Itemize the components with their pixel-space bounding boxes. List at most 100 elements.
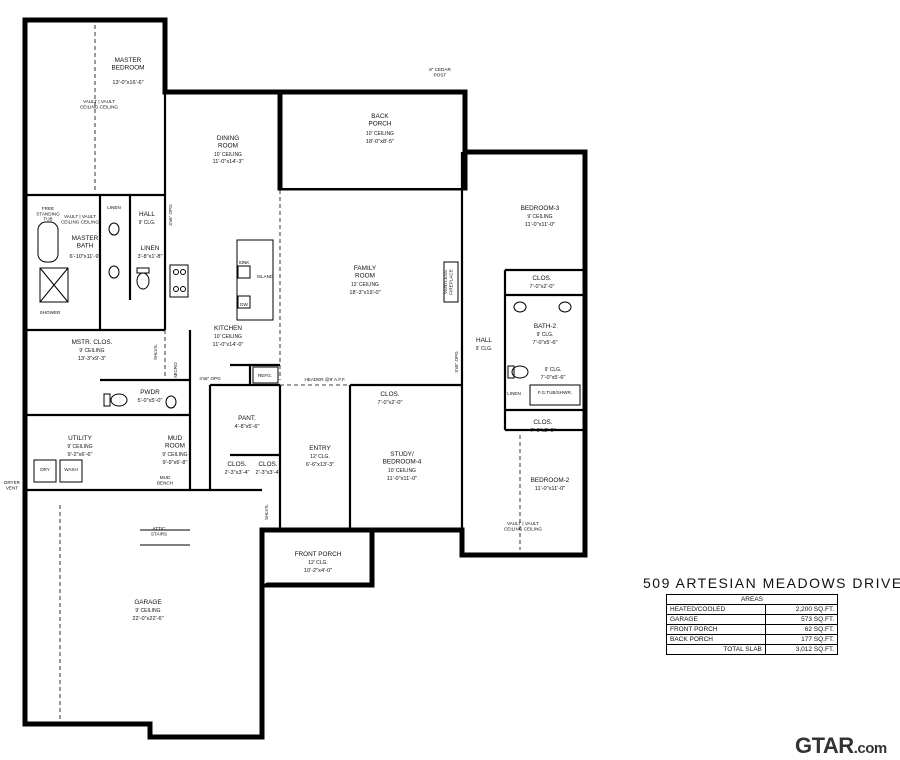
entry-dims: 6'-6"x13'-3" — [306, 462, 334, 468]
room-label-garage: GARAGE 9' CEILING 22'-0"x22'-6" — [132, 599, 163, 622]
room-label-bath2: BATH-2 9' CLG. 7'-0"x5'-6" 9' CLG. 7'-0"… — [532, 323, 565, 381]
master-bath-shower: SHOWER — [40, 310, 61, 315]
room-label-study: STUDY/BEDROOM-4 10' CEILING 11'-0"x11'-0… — [383, 451, 422, 482]
clos-b-dims: 2'-3"x3'-4" — [255, 470, 280, 476]
room-label-bath2-extras: LINEN F.G.TUB/SHWR. — [507, 390, 572, 396]
garage-dims: 22'-0"x22'-6" — [132, 616, 163, 622]
opening-labels: 3'x6" OPG 3'x8" OPG 3'x8" OPG REFG. HEAD… — [168, 204, 459, 382]
room-label-small-closets: CLOS. 2'-3"x3'-4" CLOS. 2'-3"x3'-4" — [224, 461, 280, 476]
room-label-clos-bed3: CLOS. 7'-0"x2'-0" — [529, 275, 554, 290]
pwdr-name: PWDR — [140, 389, 160, 396]
total-value: 3,012 SQ.FT. — [764, 644, 839, 655]
logo-suffix: .com — [853, 740, 888, 757]
pwdr-dims: 5'-0"x5'-0" — [137, 398, 162, 404]
area-label: BACK PORCH — [666, 634, 766, 645]
bath2-name: BATH-2 — [534, 323, 557, 330]
area-value: 62 SQ.FT. — [764, 624, 839, 635]
dining-room-dims: 11'-0"x14'-3" — [213, 159, 244, 165]
total-label: TOTAL SLAB — [666, 644, 766, 655]
bedroom2-name: BEDROOM-2 — [531, 477, 570, 484]
back-porch-wall — [277, 89, 468, 188]
room-label-front-porch: FRONT PORCH 12' CLG. 10'-2"x4'-0" — [295, 551, 342, 574]
logo-text: GTAR — [795, 733, 854, 758]
room-label-kitchen: KITCHEN 10' CEILING 11'-0"x14'-0" — [213, 325, 244, 348]
entry-name: ENTRY — [309, 445, 331, 452]
bath2-sub-dims: 7'-0"x5'-6" — [540, 375, 565, 381]
utility-dims: 9'-2"x6'-6" — [67, 452, 92, 458]
pant-dims: 4'-8"x5'-6" — [234, 424, 259, 430]
utility-ceiling: 9' CEILING — [67, 444, 92, 450]
area-label: FRONT PORCH — [666, 624, 766, 635]
hall-master-ceiling: 9' CLG. — [139, 220, 156, 226]
kitchen-name: KITCHEN — [214, 325, 242, 332]
linen-upper-label: LINEN — [107, 205, 121, 210]
hall-master-name: HALL — [139, 211, 155, 218]
garage-name: GARAGE — [134, 599, 161, 606]
kitchen-ceiling: 10' CEILING — [214, 334, 242, 340]
opg1-label: 3'x6" OPG — [168, 204, 173, 226]
shlvs-garage-label: SHLVS. — [264, 504, 269, 520]
back-porch-dims: 18'-0"x8'-5" — [366, 139, 394, 145]
utility-wash: WASH — [64, 467, 78, 472]
master-bedroom-dims: 13'-0"x16'-6" — [112, 80, 143, 86]
hall-right-ceiling: 9' CLG. — [476, 346, 493, 352]
room-label-island: SINK ISLAND DW — [239, 260, 274, 307]
header-label: HEADER @8' A.F.F. — [304, 377, 345, 382]
bedroom3-dims: 11'-0"x11'-0" — [525, 222, 555, 228]
bedroom3-ceiling: 9' CEILING — [527, 214, 552, 220]
clos-bed2-name: CLOS. — [533, 419, 552, 426]
refg-label: REFG. — [258, 373, 272, 378]
family-room-dims: 18'-3"x19'-0" — [349, 290, 380, 296]
pant-name: PANT. — [238, 415, 256, 422]
room-label-bedroom3: BEDROOM-3 9' CEILING 11'-0"x11'-0" — [521, 205, 560, 228]
fireplace-text: VENTLESSFIREPLACE — [443, 269, 453, 295]
areas-header: AREAS — [666, 594, 838, 605]
bedroom3-name: BEDROOM-3 — [521, 205, 560, 212]
tub-shwr-label: F.G.TUB/SHWR. — [538, 390, 572, 395]
mstr-clos-name: MSTR. CLOS. — [72, 339, 113, 346]
interior-walls — [25, 92, 585, 530]
utility-dry: DRY — [40, 467, 50, 472]
front-porch-dims: 10'-2"x4'-0" — [304, 568, 332, 574]
front-porch-wall — [259, 527, 372, 585]
study-ceiling: 10' CEILING — [388, 468, 416, 474]
linen-hall-dims: 3'-8"x1'-8" — [137, 254, 162, 260]
bedroom2-dims: 11'-0"x11'-0" — [535, 486, 565, 492]
master-bath-dims: 6'-10"x11'-9" — [70, 254, 101, 260]
clos-study-dims: 7'-0"x2'-0" — [377, 400, 402, 406]
back-porch-ceiling: 10' CEILING — [366, 131, 394, 137]
mud-room-dims: 9'-9"x6'-8" — [162, 460, 187, 466]
clos-bed3-name: CLOS. — [532, 275, 551, 282]
bath2-dims: 7'-0"x5'-6" — [532, 340, 557, 346]
area-value: 573 SQ.FT. — [764, 614, 839, 625]
shlvs-label: SHLVS. — [153, 344, 158, 360]
linen-hall-name: LINEN — [141, 245, 160, 252]
kitchen-dims: 11'-0"x14'-0" — [213, 342, 244, 348]
island-sink-label: SINK — [239, 260, 251, 265]
study-dims: 11'-0"x11'-0" — [387, 476, 417, 482]
garage-ceiling: 9' CEILING — [135, 608, 160, 614]
family-room-ceiling: 12' CEILING — [351, 282, 379, 288]
room-label-pant: PANT. 4'-8"x5'-6" — [234, 415, 259, 430]
clos-a-name: CLOS. — [227, 461, 246, 468]
area-label: GARAGE — [666, 614, 766, 625]
room-label-clos-study: CLOS. 7'-0"x2'-0" — [377, 391, 402, 406]
opg2-label: 3'x8" OPG — [199, 376, 221, 381]
micro-label: MICRO — [173, 362, 178, 378]
address-title: 509 ARTESIAN MEADOWS DRIVE — [643, 575, 900, 591]
area-label: HEATED/COOLED — [666, 604, 766, 615]
room-label-entry: ENTRY 12' CLG. 6'-6"x13'-3" — [306, 445, 334, 468]
opg3-label: 3'x8" OPG — [454, 351, 459, 373]
